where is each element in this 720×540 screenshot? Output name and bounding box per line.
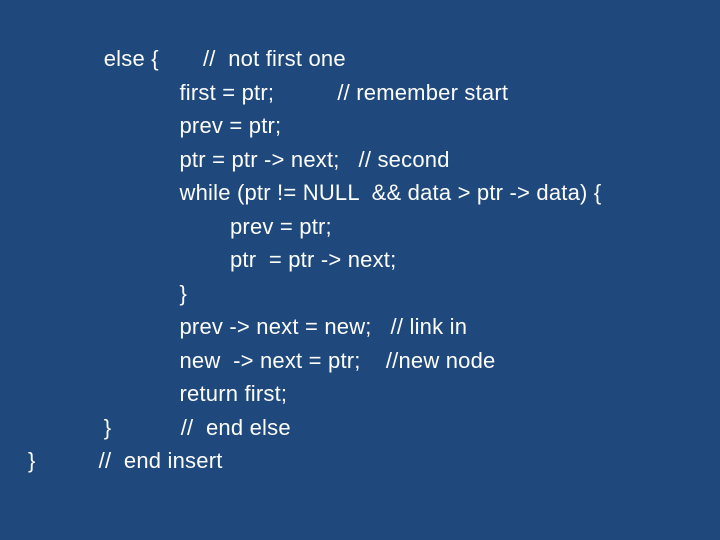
code-line-first-assign: first = ptr; // remember start bbox=[28, 79, 509, 105]
code-line-end-insert: } // end insert bbox=[28, 448, 223, 473]
code-line-loop-prev: prev = ptr; bbox=[28, 213, 332, 239]
code-line-end-else: } // end else bbox=[28, 414, 291, 440]
code-line-return: return first; bbox=[28, 381, 288, 406]
code-line-prev-assign: prev = ptr; bbox=[28, 113, 282, 138]
code-line-ptr-advance: ptr = ptr -> next; // second bbox=[28, 146, 450, 172]
code-line-loop-ptr: ptr = ptr -> next; bbox=[28, 247, 397, 272]
code-line-else-open: else { // not first one bbox=[28, 46, 346, 71]
code-line-link-in: prev -> next = new; // link in bbox=[28, 314, 468, 339]
code-line-new-node: new -> next = ptr; //new node bbox=[28, 347, 496, 373]
code-block: else { // not first one first = ptr; // … bbox=[28, 42, 720, 478]
code-line-while-close: } bbox=[28, 280, 188, 306]
code-line-while-open: while (ptr != NULL && data > ptr -> data… bbox=[28, 180, 602, 205]
